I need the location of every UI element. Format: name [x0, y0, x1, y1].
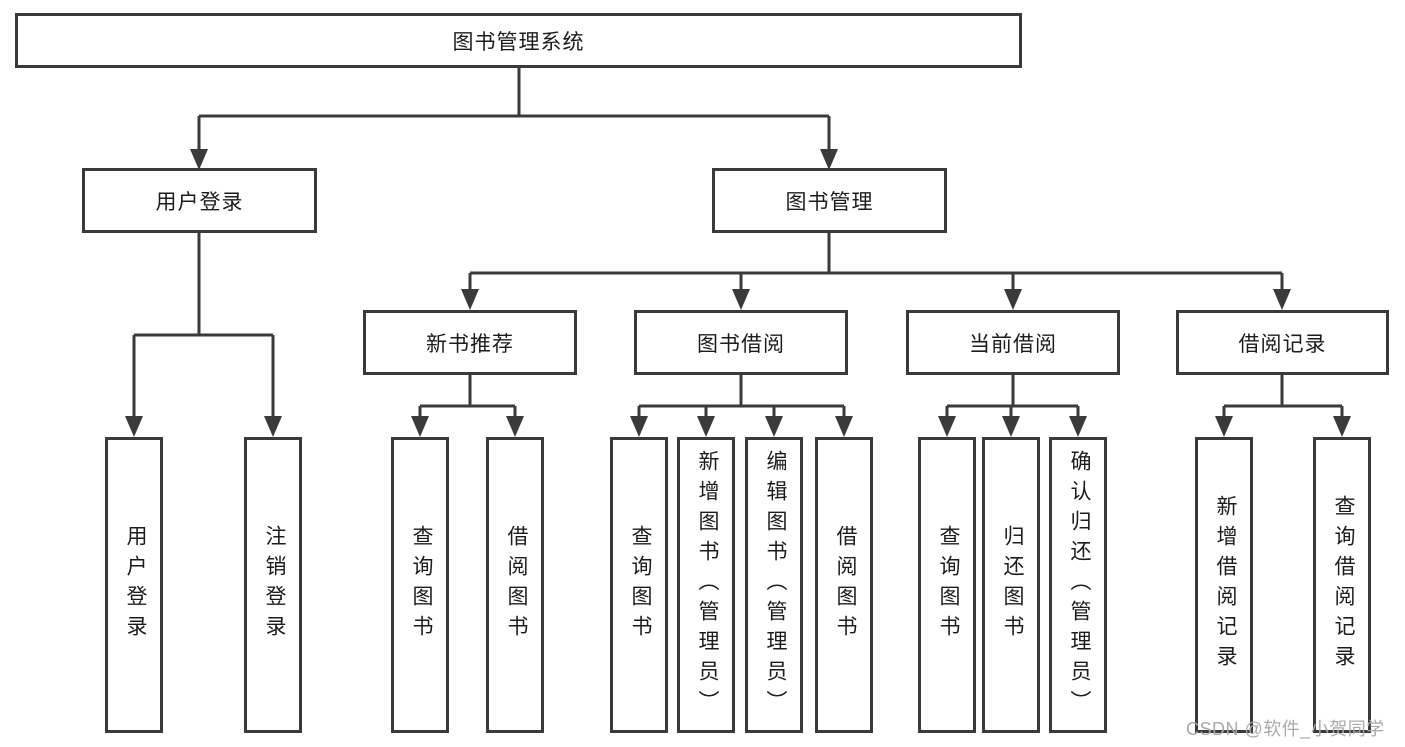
leaf-add-borrow-record: 新增借阅记录 [1195, 437, 1253, 733]
leaf-confirm-return-admin: 确认归还（管理员） [1049, 437, 1107, 733]
leaf-query-borrow-record: 查询借阅记录 [1313, 437, 1371, 733]
node-book-management: 图书管理 [712, 168, 947, 233]
leaf-current-query-books: 查询图书 [918, 437, 976, 733]
leaf-recommend-query-books: 查询图书 [391, 437, 449, 733]
node-current-borrow: 当前借阅 [906, 310, 1120, 375]
leaf-edit-books-admin: 编辑图书（管理员） [745, 437, 803, 733]
leaf-borrow-books: 借阅图书 [815, 437, 873, 733]
node-new-book-recommend: 新书推荐 [363, 310, 577, 375]
leaf-logout: 注销登录 [244, 437, 302, 733]
leaf-borrow-query-books: 查询图书 [610, 437, 668, 733]
node-book-borrow: 图书借阅 [634, 310, 848, 375]
csdn-watermark: CSDN @软件_小贺同学 [1186, 719, 1385, 739]
node-user-login: 用户登录 [82, 168, 317, 233]
node-root: 图书管理系统 [15, 13, 1022, 68]
leaf-user-login: 用户登录 [105, 437, 163, 733]
leaf-recommend-borrow-books: 借阅图书 [486, 437, 544, 733]
leaf-add-books-admin: 新增图书（管理员） [677, 437, 735, 733]
leaf-return-books: 归还图书 [982, 437, 1040, 733]
node-borrow-records: 借阅记录 [1176, 310, 1389, 375]
